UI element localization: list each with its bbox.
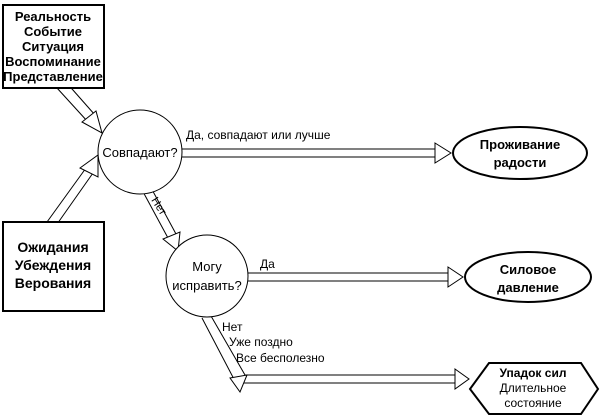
reality-line: Ситуация bbox=[22, 39, 84, 54]
decline-hexagon: Упадок сил Длительное состояние bbox=[468, 362, 600, 415]
reality-line: Реальность bbox=[15, 9, 91, 24]
arrow-canfix-to-decline bbox=[201, 315, 470, 394]
can-fix-circle: Могу исправить? bbox=[165, 234, 249, 318]
match-circle: Совпадают? bbox=[97, 109, 183, 195]
arrow-expectations-to-match bbox=[46, 154, 99, 228]
edge-label-no-fix: Нет bbox=[222, 320, 243, 334]
expectations-line: Верования bbox=[15, 275, 91, 291]
arrow-canfix-to-pressure bbox=[245, 266, 464, 288]
edge-label-no-fix: Уже поздно bbox=[229, 335, 293, 349]
can-fix-line: Могу bbox=[192, 259, 222, 274]
reality-line: Представление bbox=[3, 69, 103, 84]
edge-label-yes-match: Да, совпадают или лучше bbox=[186, 128, 331, 142]
can-fix-line: исправить? bbox=[172, 278, 241, 293]
decline-line: Упадок сил bbox=[500, 366, 567, 380]
decline-line: Длительное bbox=[500, 381, 567, 395]
expectations-line: Убеждения bbox=[15, 257, 91, 273]
joy-line: радости bbox=[494, 155, 547, 170]
decline-line: состояние bbox=[504, 396, 562, 410]
joy-line: Проживание bbox=[480, 137, 560, 152]
arrow-match-to-joy bbox=[182, 142, 452, 164]
pressure-ellipse: Силовое давление bbox=[464, 251, 592, 303]
edge-label-no-fix: Все бесполезно bbox=[236, 351, 325, 365]
expectations-box: Ожидания Убеждения Верования bbox=[2, 221, 105, 312]
reality-line: Событие bbox=[24, 24, 82, 39]
edge-label-yes-fix: Да bbox=[260, 257, 275, 271]
pressure-line: давление bbox=[497, 280, 559, 295]
joy-ellipse: Проживание радости bbox=[452, 126, 588, 180]
match-label: Совпадают? bbox=[102, 145, 177, 160]
pressure-line: Силовое bbox=[500, 262, 556, 277]
expectations-line: Ожидания bbox=[17, 239, 88, 255]
arrow-match-to-canfix bbox=[140, 183, 181, 252]
reality-box: Реальность Событие Ситуация Воспоминание… bbox=[2, 4, 105, 89]
reality-line: Воспоминание bbox=[5, 54, 101, 69]
